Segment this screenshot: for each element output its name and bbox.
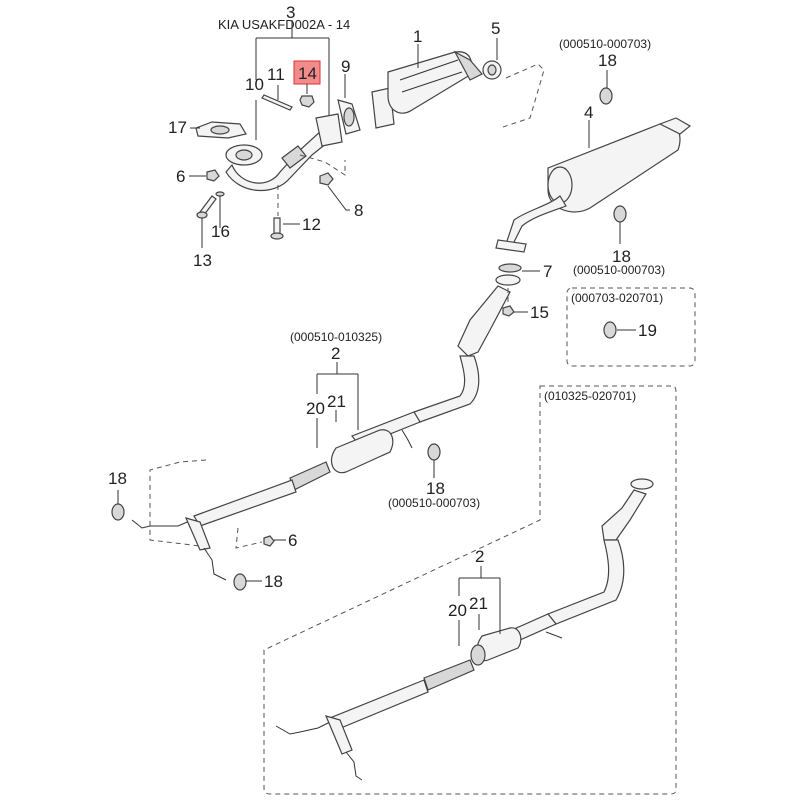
callout-9[interactable]: 9 bbox=[341, 57, 350, 76]
range-box-19 bbox=[566, 287, 696, 367]
gasket-ring-5 bbox=[482, 60, 502, 80]
callout-1[interactable]: 1 bbox=[413, 27, 422, 46]
callout-10[interactable]: 10 bbox=[245, 75, 264, 94]
callout-16[interactable]: 16 bbox=[211, 222, 230, 241]
callout-20-main[interactable]: 20 bbox=[306, 399, 325, 418]
muffler-4 bbox=[495, 117, 692, 253]
range-box-lower bbox=[263, 385, 677, 795]
gasket-9 bbox=[337, 99, 361, 135]
hanger-19 bbox=[603, 321, 617, 339]
group-2-main-bracket bbox=[316, 362, 359, 448]
nut-6-bottom bbox=[263, 535, 275, 547]
catalytic-converter-1 bbox=[371, 50, 483, 129]
hanger-18-top bbox=[599, 87, 613, 105]
hanger-18-lower bbox=[233, 573, 247, 591]
range-box-19-label: (000703-020701) bbox=[571, 291, 663, 305]
hanger-18-muffler bbox=[613, 205, 627, 223]
highlighted-callout-14[interactable]: 14 bbox=[293, 60, 321, 85]
range-lower-box-label: (010325-020701) bbox=[544, 389, 636, 403]
range-muffler-hanger: (000510-000703) bbox=[573, 263, 665, 277]
hanger-18-center bbox=[427, 443, 441, 461]
stud-11 bbox=[261, 94, 293, 111]
callout-21-main[interactable]: 21 bbox=[327, 392, 346, 411]
callout-19[interactable]: 19 bbox=[638, 321, 657, 340]
callout-2-alt[interactable]: 2 bbox=[475, 547, 484, 566]
callout-20-alt[interactable]: 20 bbox=[448, 601, 467, 620]
bolt-12 bbox=[270, 217, 284, 240]
heat-shield-gasket-17 bbox=[195, 121, 247, 139]
nut-15 bbox=[502, 305, 515, 317]
bolt-13 bbox=[196, 195, 217, 219]
nut-6-top bbox=[206, 169, 220, 182]
callout-5[interactable]: 5 bbox=[491, 19, 500, 38]
nut-14 bbox=[299, 95, 315, 108]
callout-6-bottom[interactable]: 6 bbox=[288, 531, 297, 550]
callout-17[interactable]: 17 bbox=[168, 118, 187, 137]
callout-13[interactable]: 13 bbox=[193, 251, 212, 270]
nut-8 bbox=[319, 172, 334, 186]
callout-7[interactable]: 7 bbox=[543, 262, 552, 281]
callout-21-alt[interactable]: 21 bbox=[469, 594, 488, 613]
callout-15[interactable]: 15 bbox=[530, 303, 549, 322]
range-center-hanger: (000510-000703) bbox=[388, 496, 480, 510]
center-pipe-alt bbox=[275, 478, 654, 781]
callout-8[interactable]: 8 bbox=[354, 201, 363, 220]
gasket-7 bbox=[498, 263, 522, 273]
diagram-title: KIA USAKFD002A - 14 bbox=[218, 17, 350, 32]
callout-14[interactable]: 14 bbox=[298, 64, 317, 83]
callout-4[interactable]: 4 bbox=[584, 103, 593, 122]
group-2-alt-bracket bbox=[458, 566, 501, 646]
group-3-bracket bbox=[255, 20, 330, 140]
callout-18-lower[interactable]: 18 bbox=[264, 572, 283, 591]
callout-18-left[interactable]: 18 bbox=[108, 469, 127, 488]
hanger-18-left bbox=[111, 503, 125, 521]
front-pipe bbox=[225, 113, 343, 191]
callout-18-top[interactable]: 18 bbox=[598, 51, 617, 70]
washer-16 bbox=[215, 191, 225, 197]
center-pipe-main bbox=[193, 274, 521, 527]
callout-18-center[interactable]: 18 bbox=[426, 479, 445, 498]
callout-2-main[interactable]: 2 bbox=[331, 344, 340, 363]
callout-3[interactable]: 3 bbox=[286, 3, 295, 22]
callout-12[interactable]: 12 bbox=[302, 215, 321, 234]
callout-18-muffler[interactable]: 18 bbox=[612, 247, 631, 266]
range-top-right: (000510-000703) bbox=[559, 37, 651, 51]
rear-bracket bbox=[131, 517, 227, 581]
callout-6-top[interactable]: 6 bbox=[176, 167, 185, 186]
range-center-pipe: (000510-010325) bbox=[290, 330, 382, 344]
callout-11[interactable]: 11 bbox=[267, 65, 285, 84]
